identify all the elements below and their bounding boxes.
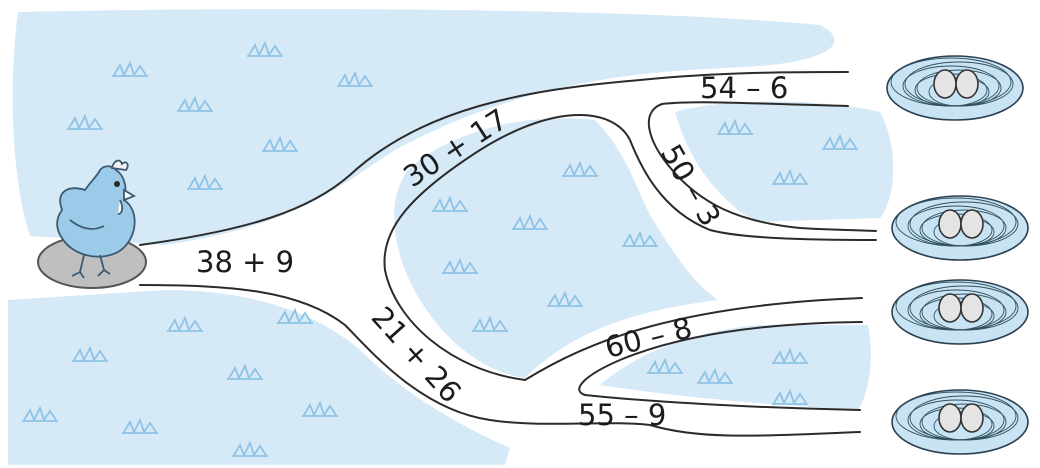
nest-icon [892,390,1028,454]
label-lower-bottom: 55 – 9 [578,398,666,432]
nest-icon [887,56,1023,120]
nests [887,56,1028,454]
egg-icon [939,210,961,238]
egg-icon [956,70,978,98]
nest-icon [892,196,1028,260]
egg-icon [961,404,983,432]
nest-icon [892,280,1028,344]
egg-icon [934,70,956,98]
egg-icon [961,294,983,322]
label-start: 38 + 9 [196,245,294,279]
label-upper-top: 54 – 6 [700,71,788,105]
egg-icon [939,404,961,432]
egg-icon [939,294,961,322]
egg-icon [961,210,983,238]
